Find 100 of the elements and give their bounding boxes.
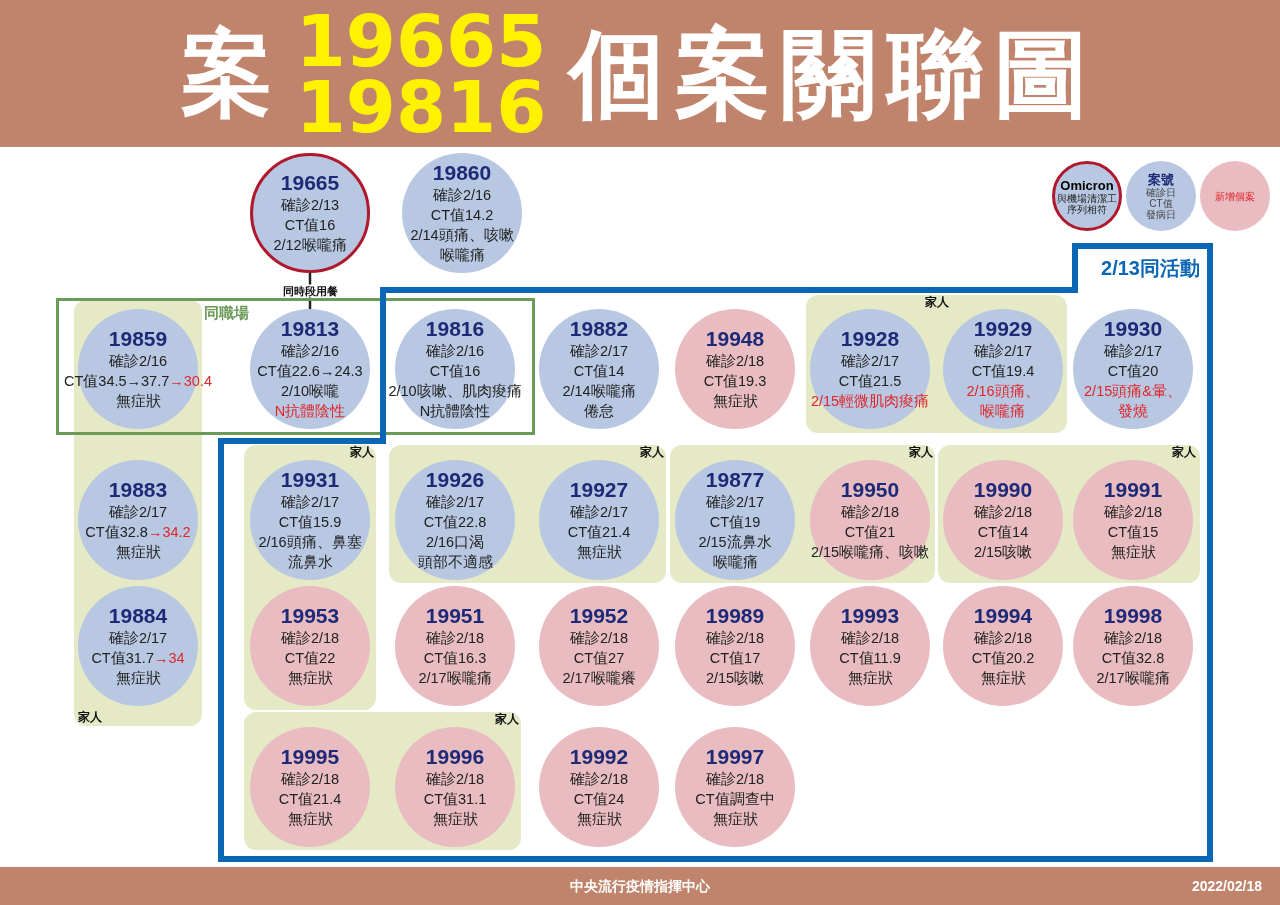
legend-text: Omicron 與機場清潔工序列相符 [1056, 177, 1118, 215]
case-detail: 無症狀 [980, 669, 1026, 688]
case-number: 19952 [569, 604, 629, 628]
case-detail: CT值31.7 [91, 650, 154, 666]
case-detail: CT值21.4 [278, 790, 342, 809]
case-detail: CT值22 [284, 649, 336, 668]
case-detail: 確診2/16 [425, 342, 485, 361]
case-number: 19953 [280, 604, 340, 628]
case-detail: CT值22.6→24.3 [257, 362, 363, 381]
family-band [244, 445, 376, 710]
family-band [806, 295, 1067, 433]
case-number: 19931 [280, 468, 340, 492]
case-detail: →34.2 [147, 524, 191, 540]
case-detail: CT值19.3 [703, 372, 767, 391]
case-number: 19883 [108, 478, 168, 502]
case-number: 19665 [280, 171, 340, 195]
case-detail: CT值22.8 [423, 513, 487, 532]
case-detail: 2/10咳嗽、肌肉痠痛 [388, 382, 522, 401]
case-detail: 無症狀 [847, 669, 893, 688]
case-number: 19929 [973, 317, 1033, 341]
case-detail: 確診2/18 [840, 629, 900, 648]
case-number: 19882 [569, 317, 629, 341]
group-label: 2/13同活動 [1101, 256, 1200, 280]
edge-label: 同時段用餐 [280, 284, 340, 298]
case-detail: 無症狀 [115, 543, 161, 562]
case-detail: 確診2/17 [569, 503, 629, 522]
case-detail: 2/15流鼻水 [698, 533, 772, 552]
case-detail: CT值20 [1107, 362, 1159, 381]
case-detail: 喉嚨痛 [439, 246, 485, 265]
case-detail: 無症狀 [432, 810, 478, 829]
case-detail: 流鼻水 [287, 553, 333, 572]
case-detail: 2/10喉嚨 [280, 382, 340, 401]
case-detail: CT值34.5→37.7 [64, 373, 170, 389]
case-detail: CT值32.8 [85, 524, 148, 540]
case-number: 19989 [705, 604, 765, 628]
band-label: 家人 [78, 711, 102, 723]
case-detail: 確診2/18 [840, 503, 900, 522]
case-number: 19996 [425, 745, 485, 769]
case-detail: 確診2/17 [973, 342, 1033, 361]
band-label: 家人 [925, 296, 949, 308]
case-detail: 確診2/18 [280, 770, 340, 789]
case-detail: 確診2/17 [569, 342, 629, 361]
case-detail: 確診2/16 [108, 352, 168, 371]
case-number: 19991 [1103, 478, 1163, 502]
case-number: 19948 [705, 327, 765, 351]
case-detail: N抗體陰性 [419, 402, 491, 421]
case-number: 19993 [840, 604, 900, 628]
case-detail: 確診2/13 [280, 196, 340, 215]
case-detail: CT值16 [284, 216, 336, 235]
case-detail: 無症狀 [1110, 543, 1156, 562]
case-detail: 無症狀 [287, 669, 333, 688]
case-detail: 2/15喉嚨痛、咳嗽 [810, 543, 930, 562]
case-number: 19859 [108, 327, 168, 351]
case-detail: 無症狀 [712, 392, 758, 411]
case-number: 19816 [425, 317, 485, 341]
date-text: 2022/02/18 [1191, 878, 1262, 894]
case-detail: 2/15咳嗽 [973, 543, 1033, 562]
case-detail: 倦怠 [584, 402, 614, 421]
case-number: 19951 [425, 604, 485, 628]
case-detail: 確診2/18 [569, 770, 629, 789]
case-detail: →34 [153, 650, 185, 666]
case-number: 19928 [840, 327, 900, 351]
band-label: 家人 [350, 446, 374, 458]
band-label: 家人 [495, 713, 519, 725]
case-detail: 2/14頭痛、咳嗽 [410, 226, 514, 245]
title-case-numbers: 19665 19816 [294, 7, 548, 140]
case-detail: 2/15頭痛&暈、發燒 [1083, 382, 1183, 421]
case-detail: 確診2/18 [973, 629, 1033, 648]
family-band [244, 712, 521, 850]
case-detail: 2/15輕微肌肉痠痛 [810, 392, 930, 411]
case-detail: CT值31.1 [423, 790, 487, 809]
footer-text: 中央流行疫情指揮中心 [570, 878, 710, 894]
case-detail: 確診2/17 [1103, 342, 1163, 361]
case-number: 19994 [973, 604, 1033, 628]
case-detail: 確診2/18 [1103, 503, 1163, 522]
case-detail: 2/17喉嚨痛 [418, 669, 492, 688]
case-detail: CT值14.2 [430, 206, 494, 225]
case-detail: CT值19 [709, 513, 761, 532]
case-detail: 2/14喉嚨痛 [562, 382, 636, 401]
case-number: 19860 [432, 161, 492, 185]
case-detail: 無症狀 [576, 543, 622, 562]
case-detail: CT值21.5 [838, 372, 902, 391]
case-detail: CT值19.4 [971, 362, 1035, 381]
case-number: 19813 [280, 317, 340, 341]
case-detail: 2/16口渴 [425, 533, 485, 552]
case-detail: 頭部不適感 [417, 553, 493, 572]
case-number: 19990 [973, 478, 1033, 502]
case-detail: CT值15 [1107, 523, 1159, 542]
case-detail: 確診2/18 [705, 352, 765, 371]
case-number: 19997 [705, 745, 765, 769]
case-number: 19998 [1103, 604, 1163, 628]
case-number: 19884 [108, 604, 168, 628]
case-detail: CT值11.9 [839, 649, 901, 668]
case-detail: CT值14 [977, 523, 1029, 542]
case-detail: 確診2/17 [108, 629, 168, 648]
case-detail: CT值20.2 [971, 649, 1035, 668]
case-detail: 2/12喉嚨痛 [273, 236, 347, 255]
band-label: 家人 [909, 446, 933, 458]
case-detail: CT值17 [709, 649, 761, 668]
family-band [670, 445, 935, 583]
